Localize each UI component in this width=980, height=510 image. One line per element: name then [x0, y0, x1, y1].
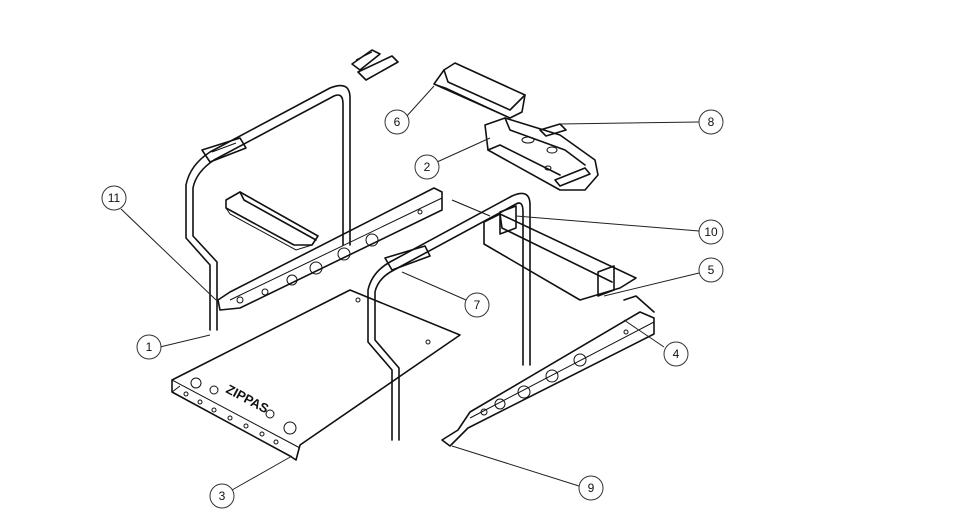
callout-3: 3	[209, 483, 235, 509]
part-channel	[451, 199, 637, 301]
callout-7: 7	[464, 292, 490, 318]
callout-8-label: 8	[708, 115, 715, 129]
callout-11-label: 11	[108, 191, 121, 205]
callout-10-label: 10	[704, 225, 718, 239]
callout-1: 1	[136, 334, 162, 360]
callout-11: 11	[101, 185, 127, 211]
callout-4-label: 4	[673, 347, 680, 361]
part-top-clip	[351, 49, 399, 81]
callout-6-label: 6	[394, 115, 401, 129]
part-base-plate: ZIPPAS	[171, 289, 461, 461]
part-right-side-rail	[441, 295, 655, 447]
callout-10: 10	[698, 219, 724, 245]
part-bracket-assembly	[484, 117, 599, 191]
callout-7-label: 7	[474, 298, 481, 312]
callout-8: 8	[698, 109, 724, 135]
callout-9-label: 9	[588, 481, 595, 495]
callout-2-label: 2	[424, 160, 431, 174]
callout-5: 5	[698, 257, 724, 283]
leader-lines	[120, 85, 700, 491]
callout-2: 2	[414, 154, 440, 180]
callout-4: 4	[663, 341, 689, 367]
callout-5-label: 5	[708, 263, 715, 277]
part-small-tray	[225, 191, 319, 251]
part-right-rollbar	[367, 192, 531, 441]
callout-9: 9	[578, 475, 604, 501]
part-left-side-rail	[217, 187, 443, 311]
callout-1-label: 1	[146, 340, 153, 354]
callout-3-label: 3	[219, 489, 226, 503]
callout-6: 6	[384, 109, 410, 135]
part-left-rollbar	[185, 84, 351, 331]
part-upper-tray	[433, 62, 526, 119]
